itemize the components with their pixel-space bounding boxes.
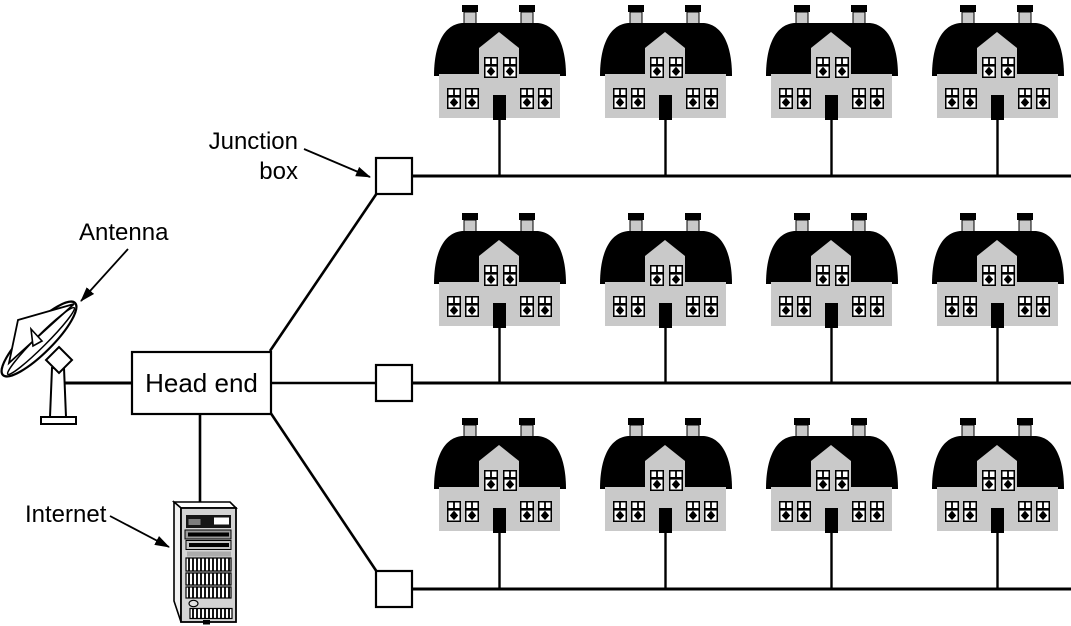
junction-box-arrow	[303, 148, 371, 178]
junction-box-1	[374, 156, 414, 196]
internet-label: Internet	[25, 501, 107, 528]
server-button-panel	[188, 519, 201, 525]
house	[600, 5, 732, 120]
server-vent	[185, 572, 232, 586]
antenna-illustration	[0, 300, 78, 425]
antenna-mount	[44, 345, 74, 375]
house	[434, 213, 566, 328]
server-panel	[187, 551, 231, 557]
server-foot	[203, 620, 210, 625]
server-drive-slot	[188, 532, 229, 537]
house	[600, 418, 732, 533]
house	[932, 5, 1064, 120]
junction-box-label-line1: Junction	[208, 128, 298, 155]
head-end-box	[130, 350, 273, 416]
house	[932, 213, 1064, 328]
feeder-line-bottom	[268, 411, 379, 573]
house	[766, 418, 898, 533]
house	[766, 5, 898, 120]
antenna-feed	[29, 326, 44, 348]
junction-box-label-line2: box	[259, 158, 298, 185]
house-row-1	[434, 5, 1064, 120]
junction-box-2	[374, 363, 414, 403]
antenna-arrow	[80, 248, 129, 302]
house	[434, 418, 566, 533]
feeder-line-top	[268, 192, 379, 352]
server-vent	[185, 586, 232, 599]
antenna-base	[40, 416, 77, 425]
antenna-label: Antenna	[79, 219, 169, 246]
antenna-stand	[48, 367, 68, 418]
trunk-cables	[411, 174, 1071, 591]
junction-box-3	[374, 569, 414, 609]
server-grille	[189, 607, 233, 620]
server-side	[173, 500, 182, 623]
internet-server-illustration	[171, 500, 238, 625]
house	[932, 418, 1064, 533]
house	[600, 213, 732, 328]
house-row-2	[434, 213, 1064, 328]
head-end-label: Head end	[145, 368, 258, 398]
house	[766, 213, 898, 328]
house-row-3	[434, 418, 1064, 533]
server-drive-slot	[189, 543, 229, 547]
feeder-lines	[268, 192, 379, 573]
house	[434, 5, 566, 120]
server-slot	[214, 517, 229, 525]
internet-arrow	[109, 515, 170, 548]
junction-box-label: Junction box	[168, 127, 298, 187]
server-vent	[185, 557, 232, 572]
drop-lines	[498, 119, 999, 589]
server-power-button	[188, 599, 199, 608]
